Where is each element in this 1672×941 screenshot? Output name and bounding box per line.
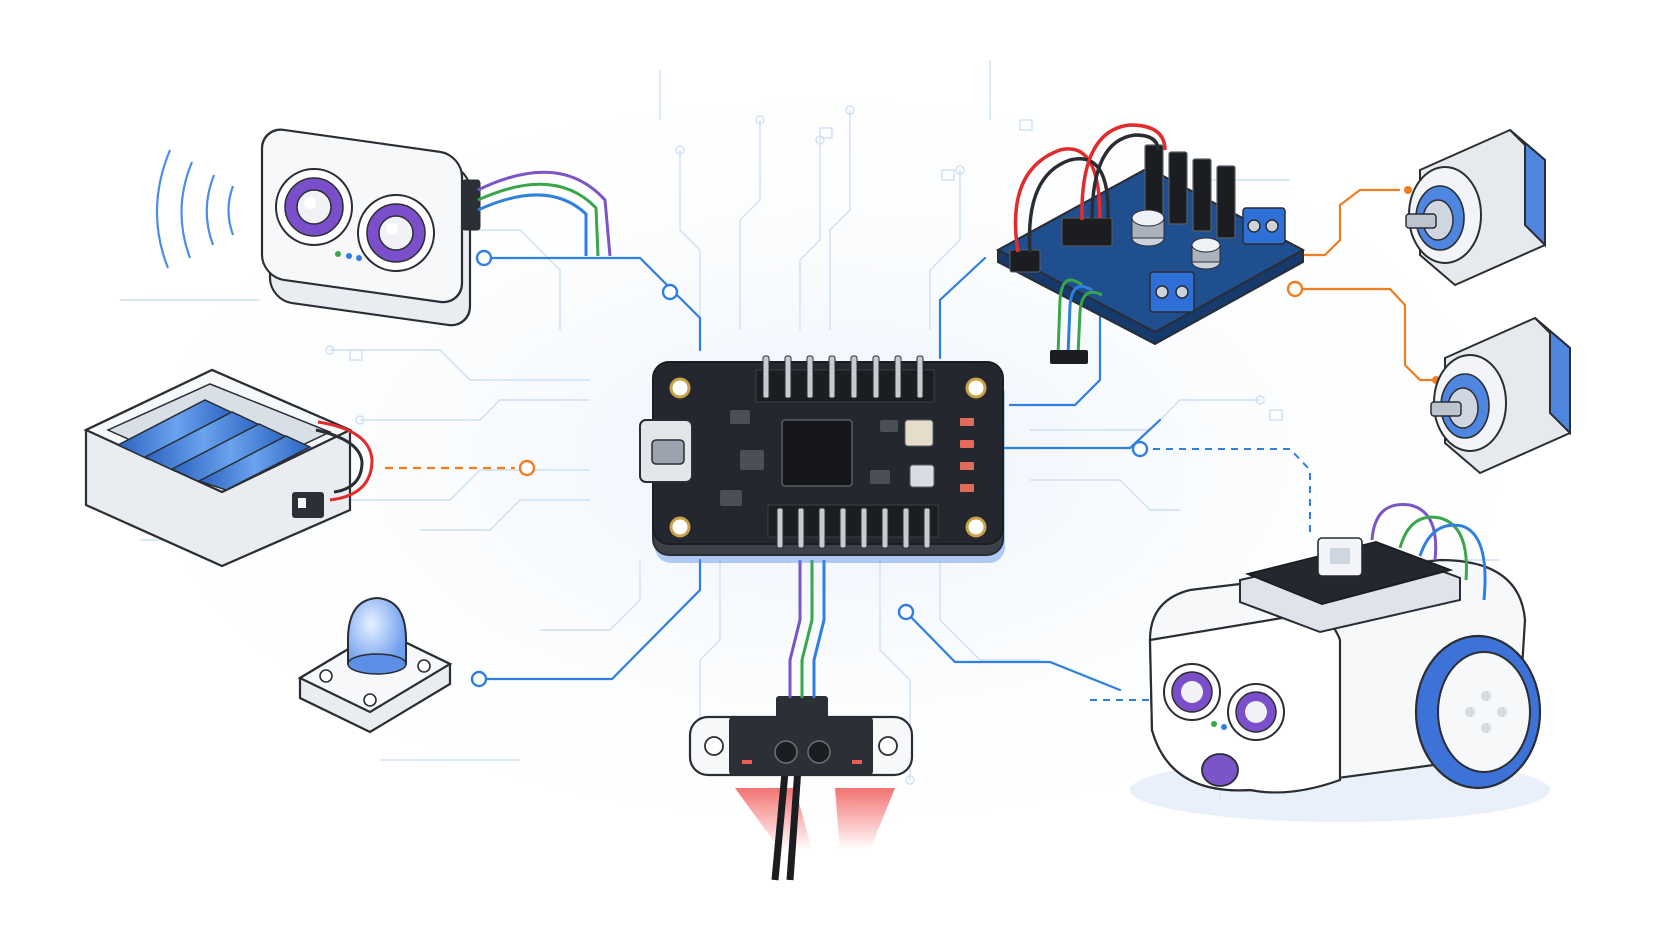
battery-cells bbox=[116, 399, 312, 491]
indicator-resistors bbox=[960, 418, 974, 492]
heatsink bbox=[1144, 144, 1236, 239]
header-pin bbox=[850, 355, 858, 399]
led-module bbox=[297, 596, 453, 734]
header-pins-top bbox=[762, 355, 924, 399]
battery-pack bbox=[83, 368, 374, 568]
ir-sensor-wires bbox=[788, 560, 826, 698]
smd-components bbox=[720, 410, 898, 506]
trace-car-dashed bbox=[1140, 448, 1311, 532]
sensor-wires bbox=[477, 170, 612, 257]
dc-gear-motor bbox=[1430, 316, 1571, 475]
jumper-wires bbox=[1013, 123, 1167, 253]
motor-shaft bbox=[1405, 213, 1437, 229]
header-pin bbox=[894, 355, 902, 399]
robot-car bbox=[1130, 502, 1550, 822]
screw-terminals bbox=[1149, 207, 1286, 313]
header-pin bbox=[881, 507, 889, 549]
trace-motor-bottom bbox=[1294, 287, 1438, 382]
mounting-holes bbox=[669, 377, 987, 538]
sound-wave-icon bbox=[155, 149, 235, 269]
wheel-hub bbox=[1465, 691, 1507, 733]
driver-signal-wires bbox=[1056, 278, 1103, 356]
header-pin bbox=[916, 355, 924, 399]
caster-wheel bbox=[1201, 753, 1239, 787]
header-pin bbox=[806, 355, 814, 399]
header-pins-bottom bbox=[776, 507, 931, 549]
header-pin bbox=[797, 507, 805, 549]
trace-motor-top bbox=[1295, 188, 1400, 257]
header-pin bbox=[828, 355, 836, 399]
pin-headers-bottom bbox=[767, 504, 939, 538]
pin-headers-top bbox=[755, 369, 935, 403]
trace-car bbox=[904, 610, 1122, 692]
motor-driver-board bbox=[995, 123, 1306, 364]
trace-led bbox=[477, 558, 702, 681]
header-pin bbox=[776, 507, 784, 549]
header-pin bbox=[923, 507, 931, 549]
header-pin bbox=[818, 507, 826, 549]
microcontroller-board bbox=[639, 361, 1005, 563]
trace-right bbox=[998, 418, 1162, 450]
trace-driver-b bbox=[938, 256, 987, 360]
ultrasonic-sensor bbox=[155, 128, 612, 327]
motor-shaft bbox=[1430, 401, 1462, 417]
header-pin bbox=[860, 507, 868, 549]
mcu-chip bbox=[781, 419, 853, 487]
power-traces bbox=[385, 188, 1438, 470]
ir-line-sensor bbox=[688, 560, 914, 881]
robot-wires bbox=[1370, 502, 1487, 601]
capacitors bbox=[1131, 209, 1221, 270]
crystal-oscillator bbox=[904, 419, 934, 447]
header-pin bbox=[872, 355, 880, 399]
header-pin bbox=[902, 507, 910, 549]
dc-gear-motor bbox=[1405, 128, 1546, 287]
header-pin bbox=[839, 507, 847, 549]
header-pin bbox=[784, 355, 792, 399]
header-pin bbox=[762, 355, 770, 399]
